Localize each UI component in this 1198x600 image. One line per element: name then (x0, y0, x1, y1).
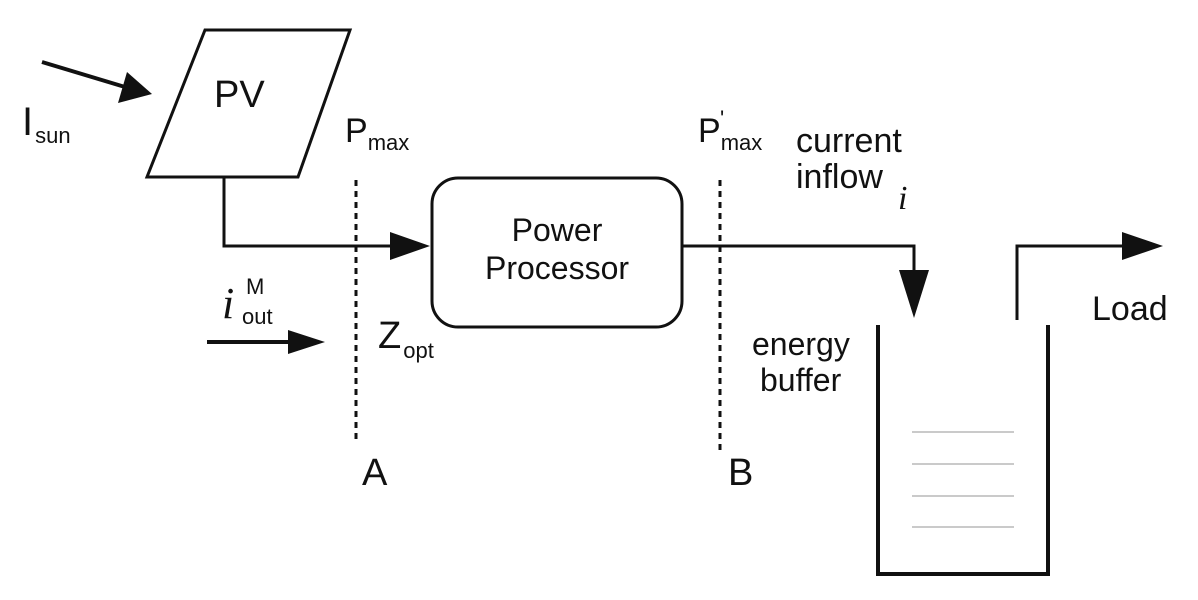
pv-panel (144, 28, 353, 179)
zopt-main: Z (378, 315, 402, 357)
iout-sub: out (242, 304, 273, 329)
pv-output-wire (222, 177, 392, 248)
sun-irradiance-arrowhead (118, 72, 152, 103)
isun-label: Isun (22, 100, 71, 148)
current-i-symbol: i (898, 180, 908, 217)
energy-buffer-line2: buffer (760, 362, 842, 398)
load-arrowhead (1122, 232, 1163, 260)
energy-buffer-line1: energy (752, 326, 850, 362)
pmax-prime-mark: ' (720, 106, 725, 131)
pmax-sub: max (367, 130, 410, 155)
iout-arrowhead (288, 330, 325, 354)
pmax-prime-label: P'max (698, 106, 762, 155)
isun-main: I (22, 100, 34, 144)
load-label: Load (1092, 290, 1168, 328)
sun-irradiance-arrow (41, 60, 126, 89)
iout-sup: M (246, 274, 265, 299)
power-processor-box (430, 176, 684, 329)
current-inflow-line1: current (796, 122, 902, 160)
power-processor-line1: Power (511, 212, 603, 248)
processor-output-wire (682, 244, 916, 272)
zopt-sub: opt (403, 338, 434, 363)
current-inflow-arrowhead (899, 270, 929, 318)
plane-a-label: A (362, 452, 388, 494)
plane-b-label: B (728, 452, 754, 494)
pmax-prime-sub: max (720, 130, 763, 155)
pmax-main: P (345, 112, 368, 150)
energy-buffer-container (876, 325, 1050, 576)
pmax-prime-main: P (698, 112, 721, 150)
isun-sub: sun (35, 123, 71, 148)
pv-output-arrowhead (390, 232, 430, 260)
current-inflow-line2: inflow (796, 158, 883, 196)
iout-main: i (222, 279, 235, 328)
iout-label: i M out (222, 274, 273, 329)
pv-label: PV (214, 74, 265, 116)
pmax-label: Pmax (345, 112, 409, 155)
load-output-wire (1015, 244, 1125, 320)
power-processor-line2: Processor (484, 250, 630, 286)
zopt-label: Zopt (378, 315, 434, 363)
